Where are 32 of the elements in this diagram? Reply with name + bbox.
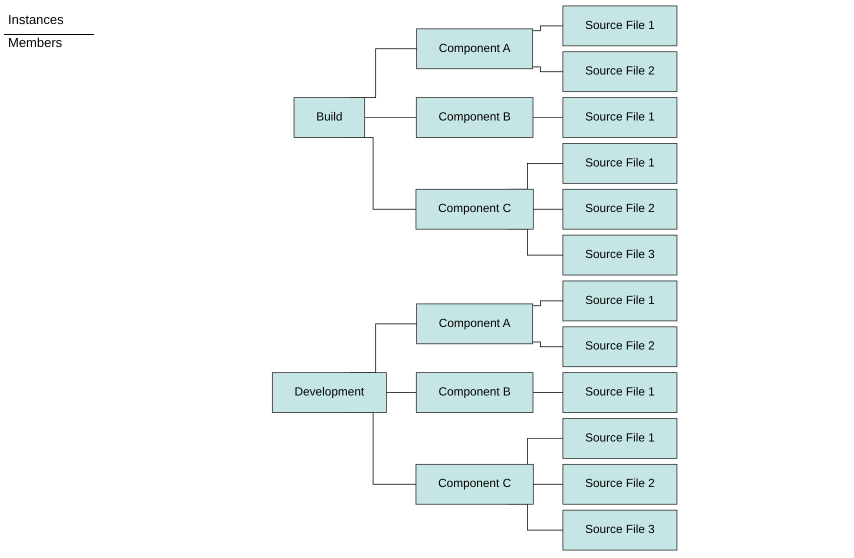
node-box: Source File 2	[562, 188, 678, 230]
node-box: Source File 1	[562, 280, 678, 322]
connector	[532, 300, 564, 306]
node-box: Source File 2	[562, 326, 678, 368]
node-box: Component B	[416, 372, 534, 413]
node-box: Build	[294, 97, 366, 138]
node-box: Source File 3	[562, 510, 678, 550]
node-box: Source File 1	[562, 372, 678, 413]
node-box: Source File 1	[562, 6, 678, 46]
connector	[532, 392, 564, 393]
node-box: Component A	[416, 304, 534, 344]
row-label: Instances	[8, 12, 64, 27]
node-box: Development	[272, 372, 388, 413]
node-box: Component B	[416, 97, 534, 138]
node-box: Source File 3	[562, 234, 678, 276]
node-box: Source File 2	[562, 51, 678, 92]
connector	[533, 484, 564, 485]
node-box: Source File 1	[562, 418, 678, 459]
node-box: Component C	[416, 188, 534, 230]
connector	[386, 392, 418, 393]
connector	[364, 117, 418, 118]
node-box: Component A	[416, 28, 534, 70]
node-box: Component C	[416, 464, 534, 505]
connector	[532, 117, 564, 118]
node-box: Source File 1	[562, 143, 678, 184]
connector	[533, 208, 564, 210]
connector	[532, 26, 564, 32]
node-box: Source File 2	[562, 464, 678, 505]
connector	[532, 66, 564, 72]
node-box: Source File 1	[562, 97, 678, 138]
row-label: Members	[8, 35, 62, 50]
connector	[532, 342, 564, 348]
